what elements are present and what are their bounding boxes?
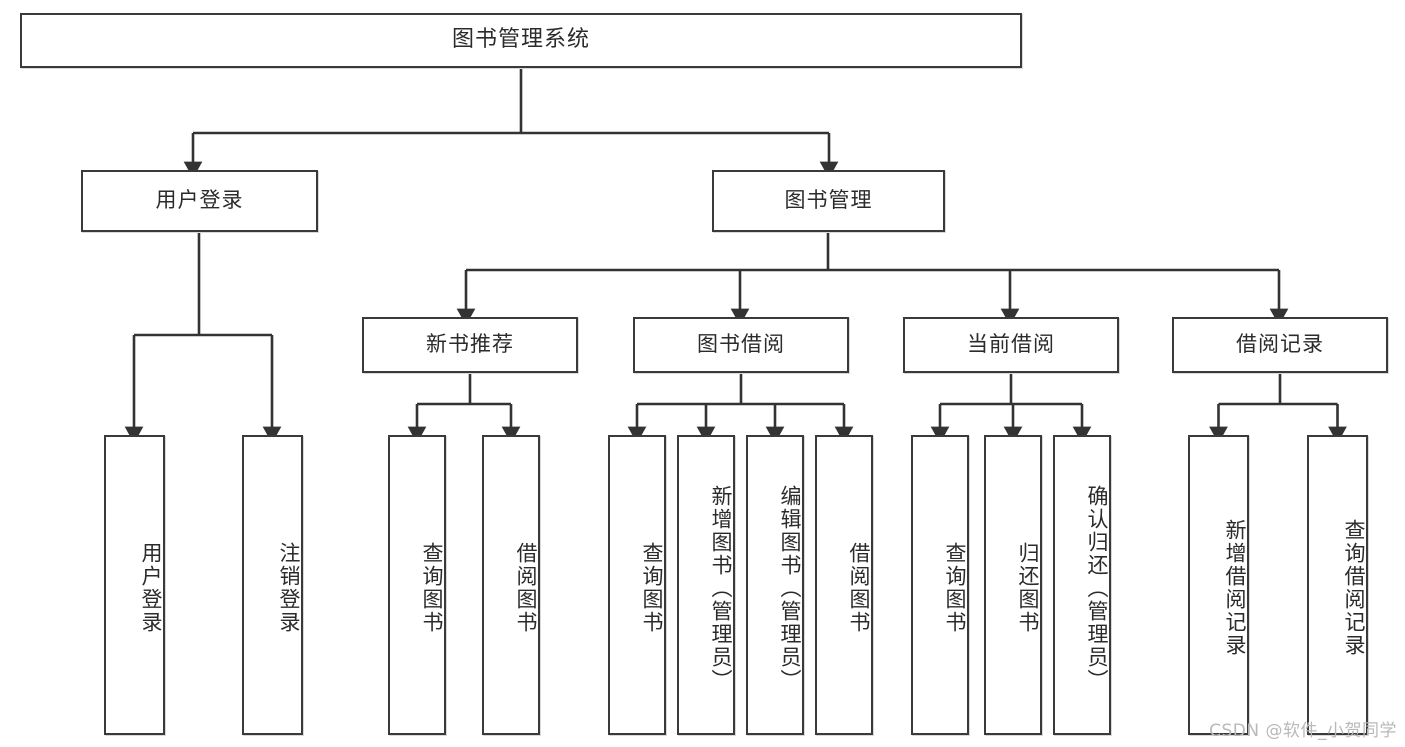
watermark-text: CSDN @软件_小贺同学 <box>1209 721 1397 741</box>
node-label: 借阅记录 <box>1236 332 1324 357</box>
node-label: 图书借阅 <box>697 332 785 357</box>
node-user-login[interactable]: 用户登录 <box>81 170 318 232</box>
node-leaf-borrow-book-2[interactable]: 借阅图书 <box>815 435 873 735</box>
node-current-borrow[interactable]: 当前借阅 <box>903 317 1119 373</box>
node-leaf-logout[interactable]: 注销登录 <box>242 435 303 735</box>
node-leaf-return-book[interactable]: 归还图书 <box>984 435 1042 735</box>
node-label: 当前借阅 <box>967 332 1055 357</box>
node-leaf-borrow-book-1[interactable]: 借阅图书 <box>482 435 540 735</box>
node-leaf-add-record[interactable]: 新增借阅记录 <box>1188 435 1249 735</box>
node-label: 确认归还（管理员） <box>1085 484 1109 692</box>
node-leaf-query-book-2[interactable]: 查询图书 <box>608 435 666 735</box>
node-label: 用户登录 <box>139 542 163 634</box>
node-label: 注销登录 <box>277 542 301 634</box>
node-label: 图书管理系统 <box>451 27 590 53</box>
node-label: 借阅图书 <box>514 542 538 634</box>
node-leaf-edit-book[interactable]: 编辑图书（管理员） <box>746 435 804 735</box>
node-new-book-recommend[interactable]: 新书推荐 <box>362 317 578 373</box>
node-label: 图书管理 <box>784 188 873 213</box>
node-book-borrow[interactable]: 图书借阅 <box>633 317 849 373</box>
node-label: 新增图书（管理员） <box>709 484 733 692</box>
node-label: 编辑图书（管理员） <box>778 484 802 692</box>
node-label: 新书推荐 <box>426 332 514 357</box>
node-label: 用户登录 <box>155 188 244 213</box>
node-label: 归还图书 <box>1016 542 1040 634</box>
node-leaf-confirm-return[interactable]: 确认归还（管理员） <box>1053 435 1111 735</box>
node-label: 借阅图书 <box>847 542 871 634</box>
node-label: 查询借阅记录 <box>1342 519 1366 657</box>
node-borrow-record[interactable]: 借阅记录 <box>1172 317 1388 373</box>
node-leaf-query-record[interactable]: 查询借阅记录 <box>1307 435 1368 735</box>
node-label: 查询图书 <box>420 542 444 634</box>
node-leaf-user-login[interactable]: 用户登录 <box>104 435 165 735</box>
node-leaf-query-book-3[interactable]: 查询图书 <box>911 435 969 735</box>
node-root[interactable]: 图书管理系统 <box>20 13 1022 68</box>
node-label: 查询图书 <box>943 542 967 634</box>
node-label: 新增借阅记录 <box>1223 519 1247 657</box>
connector-lines <box>124 68 1347 444</box>
node-book-manage[interactable]: 图书管理 <box>712 170 945 232</box>
node-leaf-add-book[interactable]: 新增图书（管理员） <box>677 435 735 735</box>
node-leaf-query-book-1[interactable]: 查询图书 <box>388 435 446 735</box>
node-label: 查询图书 <box>640 542 664 634</box>
